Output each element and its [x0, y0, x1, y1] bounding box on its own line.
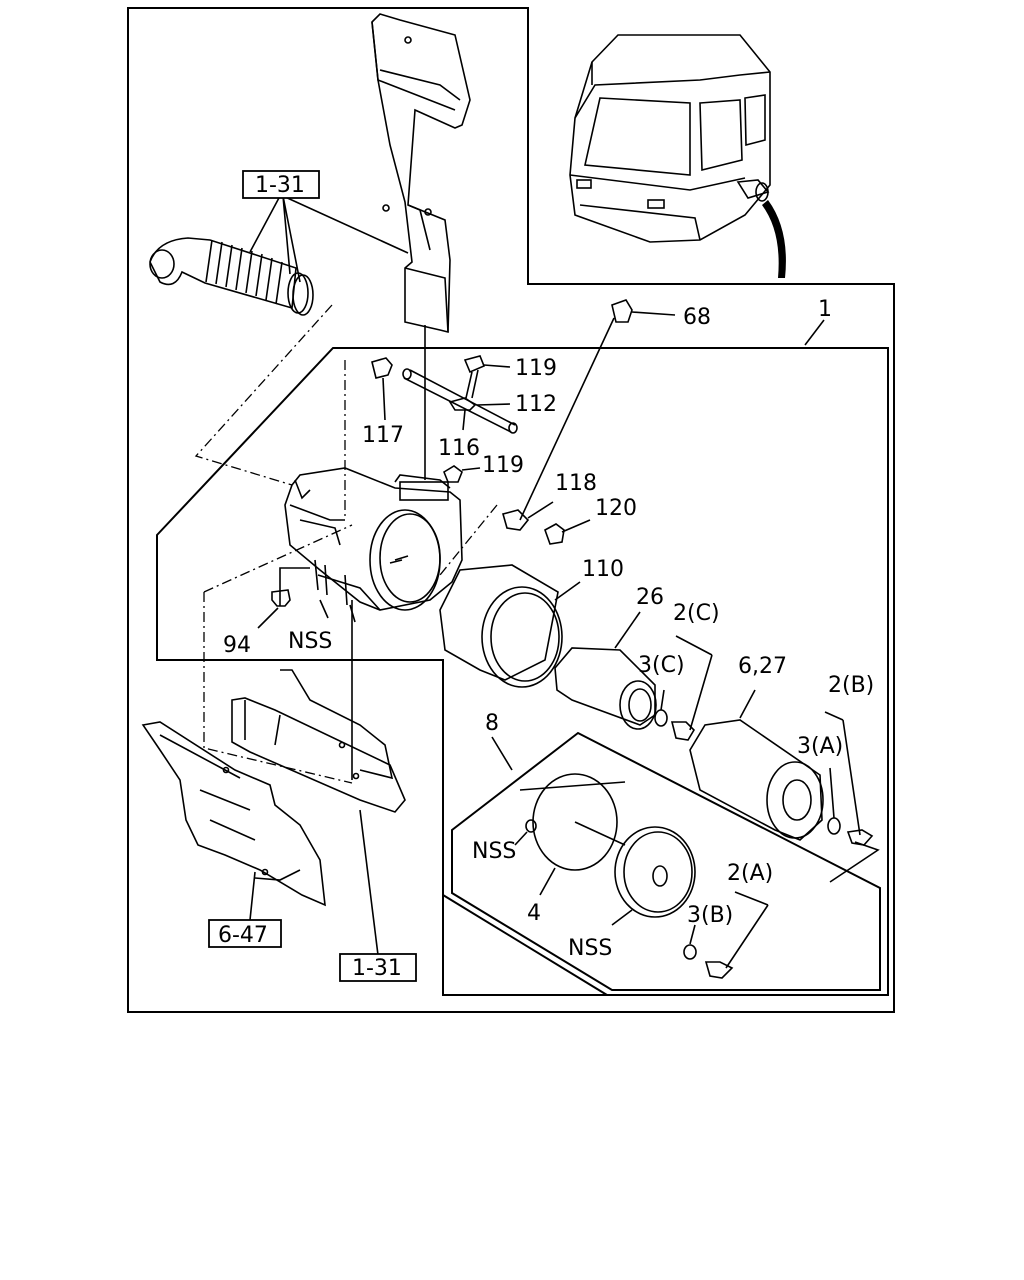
outer-frame [127, 7, 895, 1013]
callout-nss-kit: NSS [472, 839, 516, 864]
end-cap-nss [611, 826, 696, 926]
rubber-plug-94 [271, 589, 291, 607]
callout-4: 4 [527, 901, 541, 926]
ref-label-hose: 1-31 [255, 173, 305, 198]
side-panel [141, 721, 326, 907]
callout-3b: 3(B) [687, 903, 733, 928]
callout-2a: 2(A) [727, 861, 773, 886]
callout-68: 68 [683, 305, 711, 330]
tube-112 [403, 369, 516, 433]
filter-kit-outline [451, 731, 881, 991]
wing-nut-2a [704, 961, 734, 979]
callout-119a: 119 [515, 356, 557, 381]
bracket-118 [502, 509, 530, 531]
clip-116 [448, 397, 477, 411]
wing-nut-2c [670, 721, 696, 741]
cover-110 [439, 564, 581, 688]
callout-nss-cap: NSS [568, 936, 612, 961]
callout-120: 120 [595, 496, 637, 521]
callout-118: 118 [555, 471, 597, 496]
cap-68 [611, 299, 633, 323]
nss-washer-kit [525, 819, 537, 833]
ref-label-frame: 1-31 [352, 956, 402, 981]
washer-3c [654, 709, 668, 727]
seal-ring-4 [532, 773, 618, 871]
ref-label-panel: 6-47 [218, 923, 268, 948]
ref-box-frame[interactable] [339, 953, 417, 982]
callout-94: 94 [223, 633, 251, 658]
intake-snorkel-duct [371, 13, 471, 334]
ref-box-hose[interactable] [242, 170, 320, 199]
callout-112: 112 [515, 392, 557, 417]
filter-kit-boundary [442, 894, 608, 996]
washer-3b [683, 944, 697, 960]
bolt-119-top [463, 355, 486, 399]
callout-3c: 3(C) [638, 653, 685, 678]
outer-element-6-27 [689, 689, 824, 841]
callout-3a: 3(A) [797, 734, 843, 759]
frame-bracket [231, 669, 406, 813]
fitting-117 [371, 357, 393, 379]
callout-2b: 2(B) [828, 673, 874, 698]
air-cleaner-housing [284, 467, 463, 611]
callout-2c: 2(C) [673, 601, 720, 626]
washer-3a [827, 817, 841, 835]
callout-26: 26 [636, 585, 664, 610]
truck-cab-illustration [569, 34, 786, 278]
callout-nss-housing: NSS [288, 629, 332, 654]
callout-119b: 119 [482, 453, 524, 478]
callout-6-27: 6,27 [738, 654, 787, 679]
inner-element-26 [554, 611, 657, 730]
callout-8: 8 [485, 711, 499, 736]
callout-117: 117 [362, 423, 404, 448]
bolt-119-lower [443, 465, 463, 483]
ref-box-panel[interactable] [208, 919, 282, 948]
callout-116: 116 [438, 436, 480, 461]
callout-110: 110 [582, 557, 624, 582]
callout-1: 1 [818, 297, 832, 322]
nut-120 [544, 523, 565, 545]
